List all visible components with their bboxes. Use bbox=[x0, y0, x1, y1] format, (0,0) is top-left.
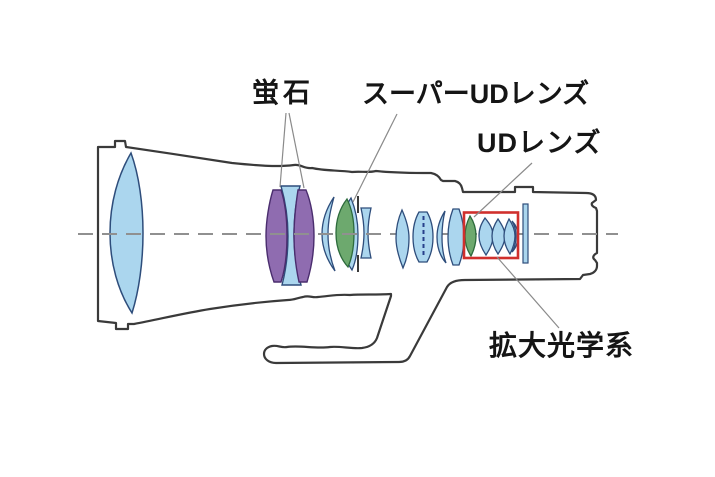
rear-element-2 bbox=[436, 210, 447, 264]
magnifying-optics-highlight-box bbox=[462, 211, 520, 260]
label-magnifying-optics: 拡大光学系 bbox=[489, 330, 635, 361]
label-super-ud-lens: スーパーUDレンズ bbox=[362, 79, 590, 109]
fluorite-group bbox=[265, 185, 315, 286]
leader-fluorite-1 bbox=[279, 112, 287, 188]
leader-magnifying-optics bbox=[496, 256, 560, 329]
magnifying-element-3 bbox=[503, 217, 516, 256]
leader-lines bbox=[279, 112, 560, 329]
magnifying-element-2 bbox=[491, 217, 506, 256]
drop-in-filter-plate bbox=[522, 203, 529, 264]
leader-ud bbox=[473, 162, 533, 218]
leader-fluorite-2 bbox=[288, 112, 305, 189]
fluorite-element-1 bbox=[265, 189, 288, 283]
fluorite-element-2 bbox=[293, 189, 315, 283]
magnifying-optics-group bbox=[464, 214, 519, 258]
ud-element bbox=[464, 214, 477, 258]
leader-super-ud bbox=[352, 113, 398, 203]
magnifying-element-1 bbox=[478, 216, 494, 257]
rear-lens-cluster bbox=[395, 208, 465, 270]
rear-element-1 bbox=[395, 208, 410, 270]
label-fluorite: 蛍石 bbox=[252, 78, 314, 108]
label-ud-lens: UDレンズ bbox=[477, 128, 602, 158]
rear-element-3 bbox=[447, 208, 465, 266]
super-ud-front-glass bbox=[321, 196, 336, 272]
lens-body-outline bbox=[96, 139, 599, 365]
